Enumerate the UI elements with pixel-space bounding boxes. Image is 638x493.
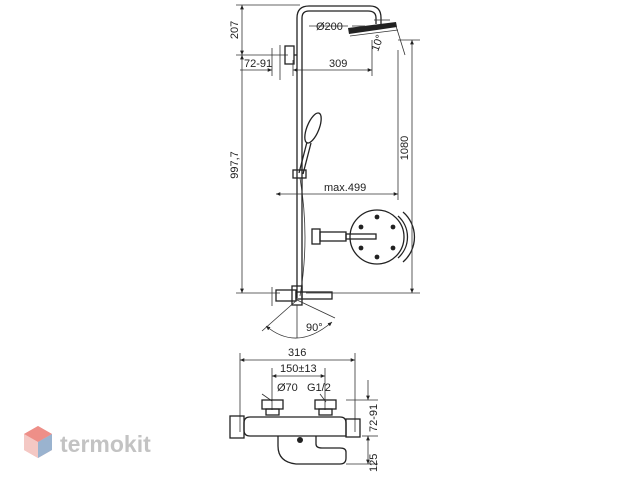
- swivel-arc: [265, 321, 333, 339]
- left-connector-icon: [261, 399, 284, 410]
- dim-centres: 150±13: [280, 363, 317, 375]
- dim-swivel-angle: 90°: [306, 322, 323, 334]
- termokit-watermark: termokit: [24, 426, 151, 458]
- dim-overall-height: 997,7: [229, 151, 241, 179]
- dim-flange-diameter: Ø70: [277, 382, 298, 394]
- dim-thread: G1/2: [307, 382, 331, 394]
- dim-wall-offset-upper: 72-91: [244, 58, 272, 70]
- mixer-body-icon: [229, 415, 361, 465]
- brand-text: termokit: [60, 431, 151, 457]
- upper-wall-bracket-icon: [279, 45, 297, 80]
- dim-tilt-angle: 10°: [370, 33, 387, 53]
- hose-icon: [299, 177, 306, 297]
- hand-shower-icon: [298, 112, 322, 175]
- dim-width: 316: [288, 347, 306, 359]
- mixer-front-view: 316 150±13 Ø70 G1/2 72-91 12: [229, 347, 380, 472]
- shower-head-icon: [348, 22, 399, 37]
- wall-rosette-detail-icon: [311, 209, 416, 265]
- dim-rail-height: 1080: [399, 136, 411, 160]
- dim-spout-height: 125: [368, 454, 380, 472]
- dim-height-top: 207: [229, 21, 241, 39]
- mixer-top-view-icon: [271, 285, 333, 338]
- dim-arm-reach: 309: [329, 58, 347, 70]
- termokit-logo-icon: [24, 426, 52, 458]
- dim-max-reach: max.499: [324, 182, 366, 194]
- shower-column-view: 207 997,7 Ø200 10° 72-91 309 1080 max.49…: [229, 4, 420, 339]
- dim-head-diameter: Ø200: [316, 21, 343, 33]
- dim-wall-offset-lower: 72-91: [368, 404, 380, 432]
- slider-icon: [292, 169, 307, 179]
